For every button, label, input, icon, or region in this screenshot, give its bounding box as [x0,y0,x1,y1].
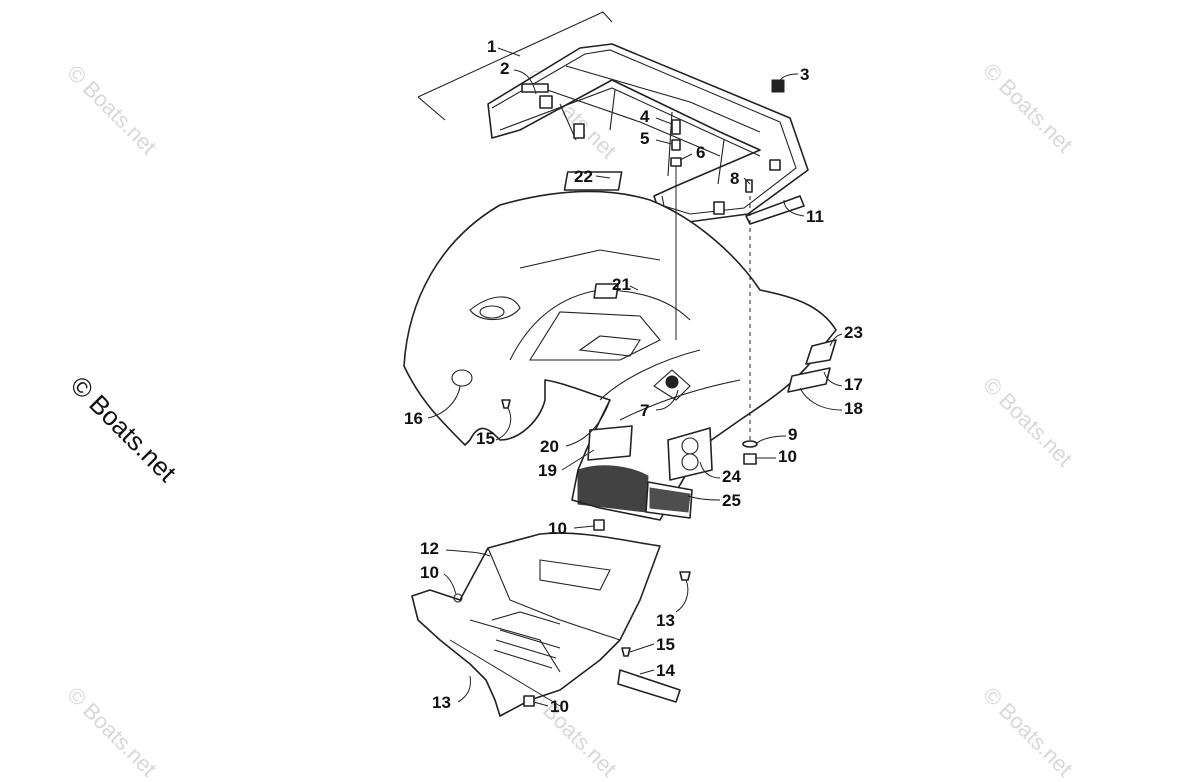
callout-10: 10 [778,447,797,466]
callout-13: 13 [432,693,451,712]
callout-25: 25 [722,491,741,510]
callout-10: 10 [550,697,569,716]
callout-20: 20 [540,437,559,456]
leader-lines [427,47,843,707]
callout-9: 9 [788,425,797,444]
callout-10: 10 [420,563,439,582]
callout-16: 16 [404,409,423,428]
diagram-drawing: 1 2 3 4 5 6 8 11 22 21 23 17 18 7 9 10 1… [403,11,863,717]
callout-7: 7 [640,401,649,420]
callout-14: 14 [656,661,675,680]
callout-23: 23 [844,323,863,342]
parts-diagram: © Boats.net © Boats.net © Boats.net © Bo… [62,11,1078,781]
callout-12: 12 [420,539,439,558]
callout-10: 10 [548,519,567,538]
footwell [411,532,661,717]
rear-rack [417,11,809,225]
callout-4: 4 [640,107,650,126]
callout-8: 8 [730,169,739,188]
callout-11: 11 [806,207,824,226]
rear-fender [403,190,837,521]
callout-24: 24 [722,467,741,486]
callout-labels: 1 2 3 4 5 6 8 11 22 21 23 17 18 7 9 10 1… [404,37,863,716]
callout-6: 6 [696,143,705,162]
callout-13: 13 [656,611,675,630]
callout-3: 3 [800,65,809,84]
callout-19: 19 [538,461,557,480]
callout-5: 5 [640,129,649,148]
callout-22: 22 [574,167,593,186]
callout-17: 17 [844,375,863,394]
callout-2: 2 [500,59,509,78]
callout-15: 15 [476,429,495,448]
callout-15: 15 [656,635,675,654]
callout-21: 21 [612,275,631,294]
callout-18: 18 [844,399,863,418]
callout-1: 1 [487,37,496,56]
